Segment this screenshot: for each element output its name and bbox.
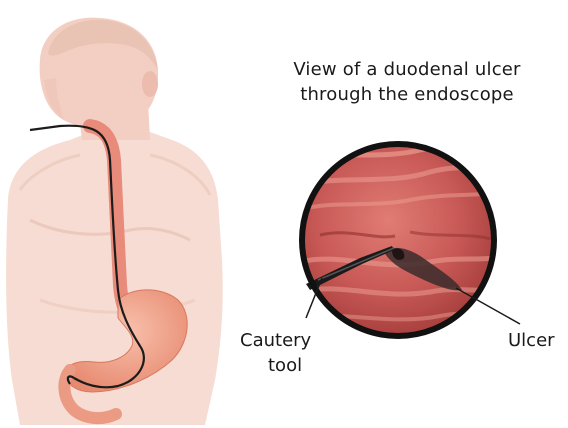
endoscope-view [300, 140, 500, 336]
figure-title-line-2: through the endoscope [262, 84, 552, 105]
cautery-label-line-2: tool [268, 355, 302, 376]
figure-title-line-1: View of a duodenal ulcer [262, 59, 552, 80]
ulcer-label: Ulcer [508, 330, 555, 351]
ear [142, 71, 158, 97]
cautery-label-line-1: Cautery [240, 330, 311, 351]
